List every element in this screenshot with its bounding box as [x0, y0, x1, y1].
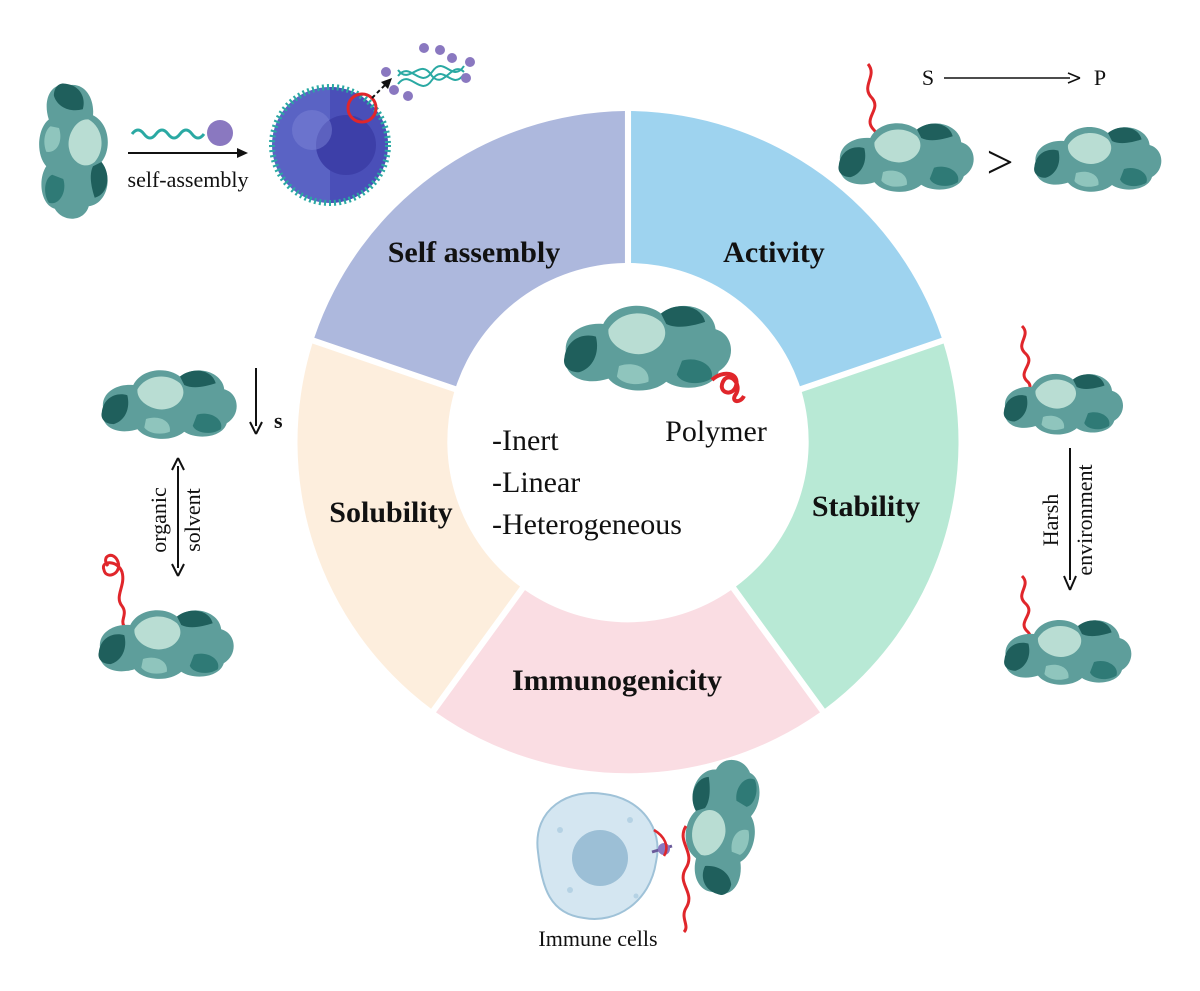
solubility-polymer-icon [101, 553, 126, 627]
label-solubility: Solubility [329, 496, 452, 529]
micelle-sphere-icon [269, 84, 391, 206]
environment-label: environment [1072, 464, 1097, 575]
property-heterogeneous: -Heterogeneous [492, 508, 682, 541]
center-polymer-icon [710, 371, 746, 403]
label-immunogenicity: Immunogenicity [512, 664, 722, 697]
label-stability: Stability [812, 490, 920, 523]
segment-solubility [297, 343, 521, 709]
immunogenicity-polymer-icon-2 [653, 828, 668, 857]
zoom-arrow [371, 83, 387, 99]
substrate-label: S [922, 65, 934, 90]
solvent-label: solvent [180, 488, 205, 552]
immunogenicity-protein-icon [675, 753, 768, 899]
immunogenicity-polymer-icon [681, 825, 691, 934]
organic-solvent-arrowheads [171, 457, 185, 577]
product-label: P [1094, 65, 1106, 90]
harsh-label: Harsh [1038, 494, 1063, 547]
center-protein-icon [563, 305, 732, 391]
reaction-arrowhead [1067, 72, 1081, 84]
label-self-assembly: Self assembly [388, 236, 561, 269]
micelle-zoom-circle [346, 92, 378, 124]
stability-protein-icon-top [1003, 373, 1124, 435]
organic-label: organic [146, 487, 171, 553]
solubility-down-arrowhead [249, 421, 263, 435]
label-activity: Activity [723, 236, 825, 269]
segment-activity [631, 111, 942, 387]
activity-conjugate-protein-icon [838, 123, 974, 192]
immune-cells-label: Immune cells [538, 926, 657, 951]
greater-than-symbol: > [986, 136, 1013, 189]
solubility-s-label: s [274, 408, 283, 433]
property-inert: -Inert [492, 424, 559, 457]
immune-cell-icon [536, 792, 659, 920]
segment-immunogenicity [436, 590, 820, 774]
property-linear: -Linear [492, 466, 580, 499]
hydrophobic-bead-icon [207, 120, 233, 146]
self-assembly-protein-icon [39, 83, 108, 219]
antigen-bead-icon [658, 843, 670, 855]
zoom-arrowhead [381, 78, 392, 89]
solubility-conjugate-protein-icon [98, 610, 234, 679]
solubility-native-protein-icon [101, 370, 237, 439]
donut-ring [297, 111, 959, 774]
segment-stability [735, 343, 959, 709]
segment-self-assembly [314, 111, 625, 387]
self-assembly-caption: self-assembly [128, 167, 249, 192]
harsh-environment-arrowhead [1063, 575, 1077, 591]
polymer-label: Polymer [665, 415, 767, 448]
stability-protein-icon-bottom [1004, 620, 1132, 685]
dna-strand-icon [381, 43, 475, 101]
polymer-chain-icon [130, 128, 206, 140]
self-assembly-arrowhead [237, 148, 248, 158]
activity-native-protein-icon [1034, 127, 1162, 192]
